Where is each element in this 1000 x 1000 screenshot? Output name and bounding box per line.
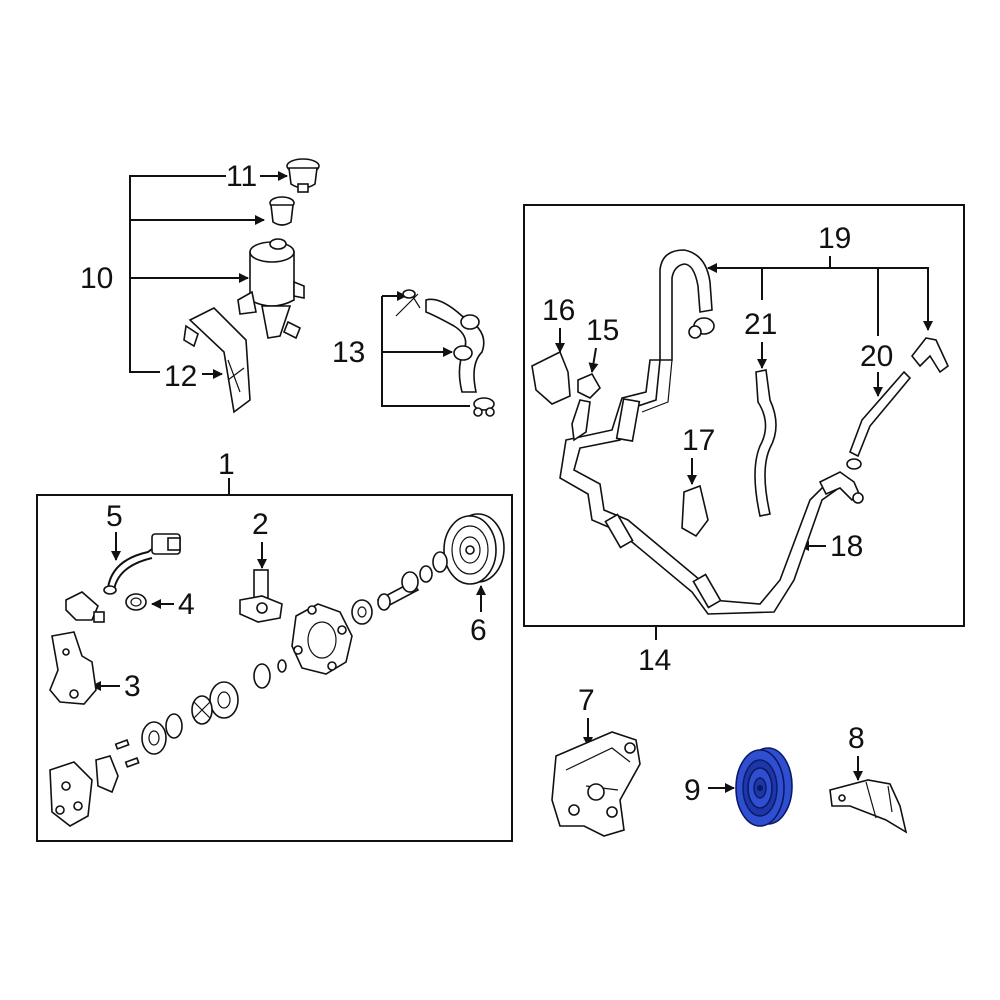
callout-13-bracket [381,296,470,407]
reservoir-bracket-part [183,307,251,414]
callout-16[interactable]: 16 [542,294,575,327]
cam-ring-part [191,681,239,725]
pump-pulley-part [432,513,505,585]
pump-body-part [291,603,353,675]
callout-3[interactable]: 3 [124,670,141,703]
idler-pulley-part[interactable] [735,747,793,827]
plug-part [125,593,147,611]
callout-8[interactable]: 8 [848,722,865,755]
pump-shaft-part [351,565,433,625]
return-hose-20-part [846,370,912,470]
side-plate-part [141,713,183,755]
pressure-hose-part [659,249,715,361]
clip-15-part [571,372,601,442]
callout-11[interactable]: 11 [226,160,257,193]
callout-14[interactable]: 14 [638,644,671,677]
callout-12[interactable]: 12 [164,360,197,393]
idler-pulley-group: 9 [684,747,793,827]
reservoir-group: 11 10 12 [80,158,320,414]
gasket-part [95,755,119,794]
return-hose-21-part [754,369,777,517]
pump-bracket-part [49,631,97,705]
clamp-16-part [531,350,571,405]
mounting-bracket-part [551,731,641,837]
callout-1[interactable]: 1 [218,448,235,481]
callout-10-bracket [129,175,226,373]
strainer-part [269,196,295,226]
callout-21[interactable]: 21 [744,308,777,341]
hose-lines-part [559,359,864,615]
callout-20[interactable]: 20 [860,340,893,373]
callout-18[interactable]: 18 [830,530,863,563]
callout-5[interactable]: 5 [106,500,123,533]
pump-box-frame [36,494,513,842]
mounting-bracket-group: 7 [551,684,641,837]
callout-4[interactable]: 4 [178,588,195,621]
union-bolt-part [239,569,283,623]
hose-box: 14 19 21 20 16 15 17 18 [523,204,965,677]
hose-box-frame [523,204,965,627]
pump-box: 1 5 4 3 2 [36,448,513,842]
reservoir-tank-part [237,238,305,340]
pressure-switch-part [103,533,181,595]
callout-6[interactable]: 6 [470,614,487,647]
shield-part [829,779,908,834]
clamp-17-part [681,484,709,538]
switch-fitting-part [65,591,105,623]
callout-7[interactable]: 7 [578,684,595,717]
callout-13[interactable]: 13 [332,336,365,369]
callout-17[interactable]: 17 [682,424,715,457]
shield-group: 8 [829,722,908,834]
callout-2[interactable]: 2 [252,508,269,541]
return-hose-group: 13 [332,289,495,417]
callout-9[interactable]: 9 [684,774,701,807]
callout-15[interactable]: 15 [586,314,619,347]
tee-fitting-part [910,337,949,374]
callout-19[interactable]: 19 [818,222,851,255]
reservoir-cap-part [286,158,320,193]
rear-cover-part [49,761,93,827]
callout-10[interactable]: 10 [80,262,113,295]
